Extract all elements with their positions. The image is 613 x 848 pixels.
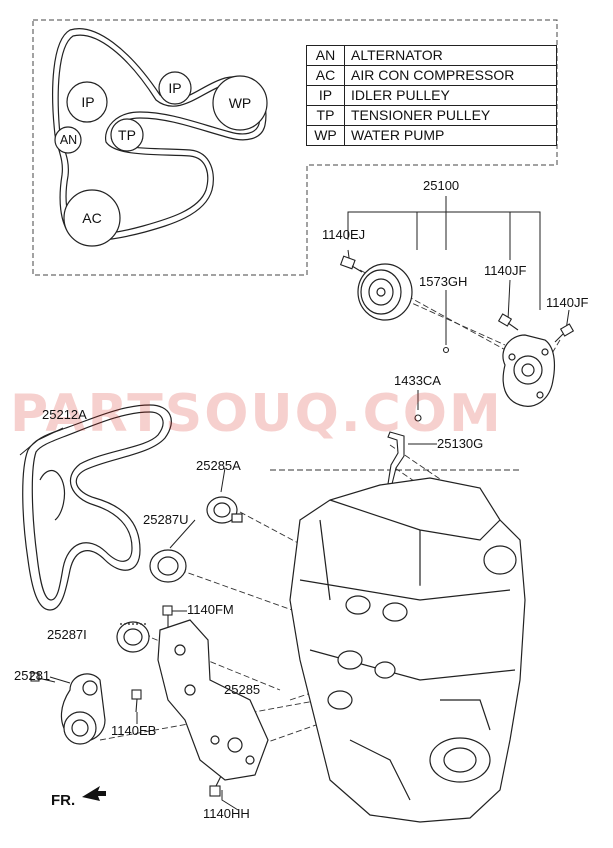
pulley-label-ip-left: IP bbox=[81, 94, 95, 110]
idler-pulleys bbox=[116, 496, 243, 653]
part-label-25100[interactable]: 25100 bbox=[423, 178, 460, 193]
pulley-ip-top bbox=[158, 71, 192, 105]
legend-name: AIR CON COMPRESSOR bbox=[344, 65, 557, 86]
part-label-1140jf-a[interactable]: 1140JF bbox=[484, 263, 527, 278]
legend-name: TENSIONER PULLEY bbox=[344, 105, 557, 126]
water-pump-pulley bbox=[357, 263, 413, 321]
legend-code: TP bbox=[306, 105, 345, 126]
pulley-an bbox=[54, 126, 82, 154]
pulley-label-ip-top: IP bbox=[168, 80, 182, 96]
pulley-wp bbox=[212, 75, 268, 131]
part-label-1433ca[interactable]: 1433CA bbox=[394, 373, 441, 388]
legend-name: IDLER PULLEY bbox=[344, 85, 557, 106]
legend-code: IP bbox=[306, 85, 345, 106]
water-pump-body bbox=[502, 334, 556, 407]
legend-code: AN bbox=[306, 45, 345, 66]
part-label-25285a[interactable]: 25285A bbox=[196, 458, 241, 473]
drive-belt bbox=[22, 404, 172, 611]
part-label-25281[interactable]: 25281 bbox=[14, 668, 51, 683]
part-label-25287u[interactable]: 25287U bbox=[143, 512, 189, 527]
pulley-label-ac: AC bbox=[82, 210, 102, 226]
legend-code: WP bbox=[306, 125, 345, 146]
pulley-tp bbox=[110, 118, 144, 152]
watermark: PARTSOUQ.COM bbox=[10, 384, 503, 444]
legend-name: WATER PUMP bbox=[344, 125, 557, 146]
front-marker: FR. bbox=[51, 792, 76, 809]
pulley-label-tp: TP bbox=[118, 127, 136, 143]
front-arrow-icon bbox=[82, 786, 106, 801]
part-label-1140eb[interactable]: 1140EB bbox=[111, 723, 157, 738]
part-label-25130g[interactable]: 25130G bbox=[437, 436, 484, 451]
pulley-label-an: AN bbox=[59, 133, 78, 147]
belt-diagram-frame bbox=[32, 19, 558, 276]
part-label-1140ej[interactable]: 1140EJ bbox=[322, 227, 366, 242]
part-label-25285[interactable]: 25285 bbox=[224, 682, 261, 697]
part-label-1140jf-b[interactable]: 1140JF bbox=[546, 295, 589, 310]
mounting-bracket bbox=[157, 619, 269, 781]
bolts bbox=[30, 255, 575, 797]
legend-name: ALTERNATOR bbox=[344, 45, 557, 66]
tensioner bbox=[60, 673, 106, 745]
pulley-ip-left bbox=[66, 81, 108, 123]
legend-code: AC bbox=[306, 65, 345, 86]
belt-pulleys bbox=[54, 71, 268, 247]
pulley-ac bbox=[63, 189, 121, 247]
pulley-label-wp: WP bbox=[228, 95, 252, 111]
part-label-1140fm[interactable]: 1140FM bbox=[187, 602, 234, 617]
part-label-1140hh[interactable]: 1140HH bbox=[203, 806, 250, 821]
engine-block bbox=[289, 477, 526, 823]
part-label-1573gh[interactable]: 1573GH bbox=[419, 274, 468, 289]
part-label-25212a[interactable]: 25212A bbox=[42, 407, 87, 422]
part-label-25287i[interactable]: 25287I bbox=[47, 627, 87, 642]
